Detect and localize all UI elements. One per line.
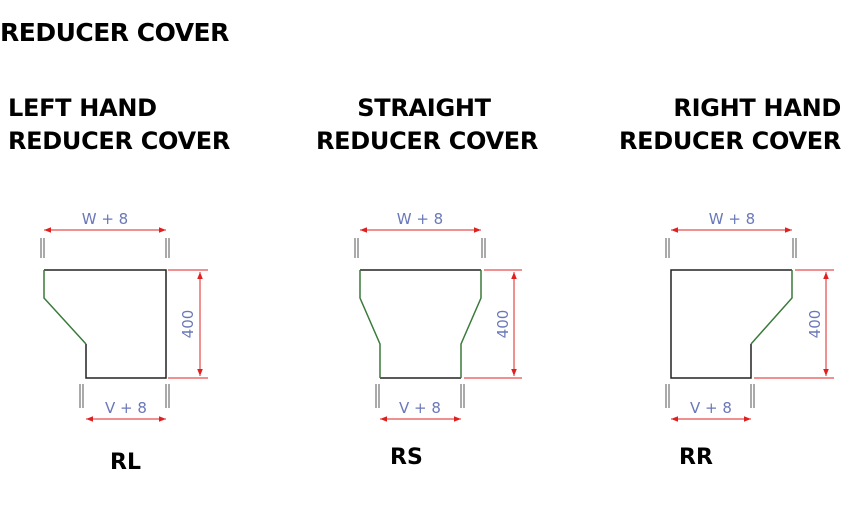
cover-angled-edge-right	[460, 270, 482, 378]
heading-right-hand-line2: REDUCER COVER	[618, 127, 841, 155]
heading-left-hand-line2: REDUCER COVER	[8, 127, 231, 155]
code-right-hand: RR	[679, 445, 713, 470]
top-dimension-label: W + 8	[397, 210, 443, 228]
extension-lines-bottom	[79, 384, 170, 408]
extension-lines-bottom	[375, 384, 465, 408]
bottom-dimension-label: V + 8	[105, 399, 147, 417]
heading-right-hand-line1: RIGHT HAND	[673, 94, 841, 122]
height-dimension-label: 400	[806, 310, 824, 339]
extension-lines-bottom	[665, 384, 755, 408]
cover-angled-edge-left	[359, 270, 381, 378]
top-dimension-label: W + 8	[709, 210, 755, 228]
page-title: REDUCER COVER	[0, 18, 229, 47]
cover-angled-edge	[750, 270, 793, 345]
height-extension-lines	[168, 269, 208, 379]
drawing-left-hand: W + 8 400 V + 8	[40, 210, 208, 422]
heading-left-hand: LEFT HAND REDUCER COVER	[8, 92, 230, 158]
extension-lines-top	[40, 238, 170, 258]
heading-straight-line2: REDUCER COVER	[316, 127, 539, 155]
bottom-dimension-label: V + 8	[690, 399, 732, 417]
height-extension-lines	[754, 269, 834, 379]
top-dimension-label: W + 8	[82, 210, 128, 228]
height-extension-lines	[464, 269, 522, 379]
height-dimension-label: 400	[494, 310, 512, 339]
height-dimension-label: 400	[179, 310, 197, 339]
heading-straight-line1: STRAIGHT	[357, 94, 491, 122]
cover-outline	[44, 269, 167, 379]
cover-outline	[670, 269, 792, 379]
cover-angled-edge	[43, 270, 87, 345]
extension-lines-top	[354, 238, 486, 258]
drawing-straight: W + 8 400 V + 8	[354, 210, 522, 422]
bottom-dimension-label: V + 8	[399, 399, 441, 417]
drawing-right-hand: W + 8 400 V + 8	[665, 210, 834, 422]
code-straight: RS	[390, 445, 423, 470]
heading-straight: STRAIGHT REDUCER COVER	[316, 92, 539, 158]
heading-right-hand: RIGHT HAND REDUCER COVER	[619, 92, 841, 158]
code-left-hand: RL	[110, 450, 141, 475]
extension-lines-top	[665, 238, 797, 258]
heading-left-hand-line1: LEFT HAND	[8, 94, 157, 122]
